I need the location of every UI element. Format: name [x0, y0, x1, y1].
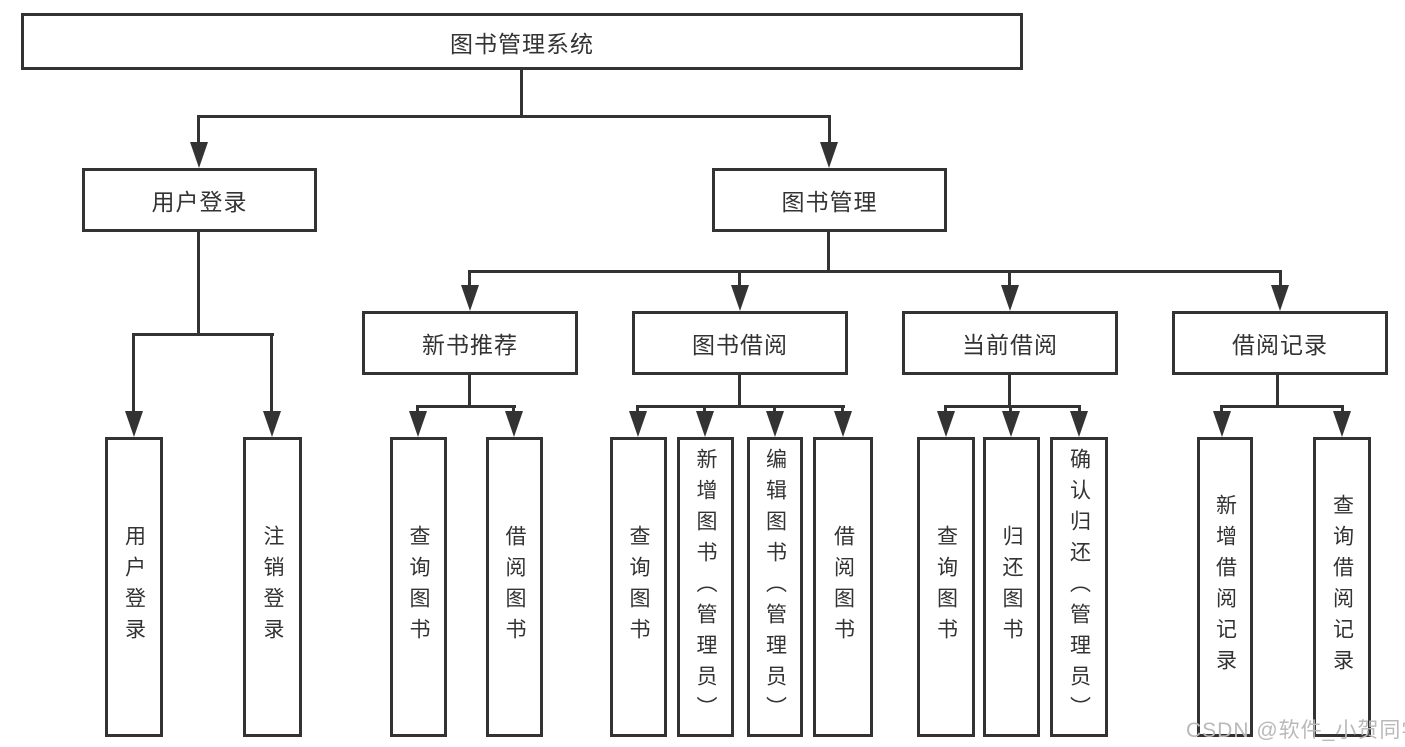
- connector-currentborrow-drop-3: [1078, 405, 1081, 415]
- arrow-down-icon: [190, 142, 208, 168]
- node-book-management-label: 图书管理: [781, 189, 878, 215]
- leaf-user-login: 用户登录: [105, 437, 163, 737]
- node-borrow-records-label: 借阅记录: [1232, 332, 1328, 358]
- leaf-current-confirm-return-admin: 确认归还（管理员）: [1050, 437, 1108, 737]
- leaf-logout-login: 注销登录: [243, 437, 302, 737]
- connector-userlogin-rail: [132, 333, 274, 336]
- leaf-borrow-add-books-admin-label: 新增图书（管理员）: [694, 447, 717, 727]
- node-borrow-records: 借阅记录: [1172, 311, 1388, 375]
- leaf-current-query-books-label: 查询图书: [934, 525, 958, 649]
- node-new-book-recommend-label: 新书推荐: [422, 332, 518, 358]
- connector-bookmgmt-rail: [468, 270, 1282, 273]
- node-root-label: 图书管理系统: [450, 30, 594, 57]
- connector-bookmgmt-drop-3: [1008, 270, 1011, 288]
- node-new-book-recommend: 新书推荐: [362, 311, 578, 375]
- leaf-current-confirm-return-admin-label: 确认归还（管理员）: [1067, 447, 1091, 727]
- leaf-records-query-record-label: 查询借阅记录: [1330, 494, 1354, 680]
- leaf-borrow-borrow-books: 借阅图书: [813, 437, 873, 737]
- connector-bookborrow-drop-4: [841, 405, 844, 415]
- connector-userlogin-drop-2: [270, 333, 273, 414]
- connector-currentborrow-rail: [944, 405, 1081, 408]
- connector-newbook-rail: [416, 405, 516, 408]
- leaf-borrow-borrow-books-label: 借阅图书: [831, 525, 855, 649]
- leaf-newbook-borrow-books-label: 借阅图书: [503, 525, 526, 649]
- arrow-down-icon: [263, 411, 281, 437]
- connector-userlogin-stem: [197, 232, 200, 335]
- leaf-newbook-borrow-books: 借阅图书: [486, 437, 543, 737]
- leaf-current-return-books-label: 归还图书: [1000, 525, 1023, 649]
- connector-newbook-drop-1: [416, 405, 419, 415]
- connector-root-rail: [197, 115, 831, 118]
- connector-currentborrow-drop-1: [944, 405, 947, 415]
- connector-newbook-stem: [468, 375, 471, 407]
- connector-bookborrow-rail: [636, 405, 845, 408]
- leaf-borrow-edit-books-admin-label: 编辑图书（管理员）: [763, 447, 787, 727]
- arrow-down-icon: [834, 411, 852, 437]
- arrow-down-icon: [1271, 285, 1289, 311]
- connector-root-drop-right: [828, 115, 831, 146]
- arrow-down-icon: [505, 411, 523, 437]
- leaf-borrow-edit-books-admin: 编辑图书（管理员）: [747, 437, 803, 737]
- arrow-down-icon: [937, 411, 955, 437]
- arrow-down-icon: [125, 411, 143, 437]
- connector-newbook-drop-2: [512, 405, 515, 415]
- arrow-down-icon: [629, 411, 647, 437]
- node-current-borrow-label: 当前借阅: [962, 332, 1058, 358]
- leaf-borrow-query-books-label: 查询图书: [627, 525, 650, 649]
- leaf-newbook-query-books: 查询图书: [390, 437, 447, 737]
- leaf-records-query-record: 查询借阅记录: [1313, 437, 1371, 737]
- node-user-login: 用户登录: [82, 168, 317, 232]
- leaf-borrow-add-books-admin: 新增图书（管理员）: [677, 437, 734, 737]
- connector-bookborrow-drop-3: [773, 405, 776, 415]
- arrow-down-icon: [731, 285, 749, 311]
- arrow-down-icon: [1333, 411, 1351, 437]
- arrow-down-icon: [461, 285, 479, 311]
- connector-bookmgmt-drop-1: [468, 270, 471, 288]
- node-book-borrow-label: 图书借阅: [692, 332, 788, 358]
- arrow-down-icon: [1001, 285, 1019, 311]
- node-user-login-label: 用户登录: [151, 189, 248, 215]
- node-book-borrow: 图书借阅: [632, 311, 848, 375]
- arrow-down-icon: [766, 411, 784, 437]
- connector-records-stem: [1276, 375, 1279, 407]
- leaf-current-return-books: 归还图书: [983, 437, 1040, 737]
- node-current-borrow: 当前借阅: [902, 311, 1118, 375]
- connector-userlogin-drop-1: [132, 333, 135, 414]
- connector-bookborrow-drop-1: [636, 405, 639, 415]
- connector-currentborrow-drop-2: [1009, 405, 1012, 415]
- connector-bookborrow-stem: [738, 375, 741, 407]
- csdn-watermark: CSDN @软件_小贺同学: [1186, 719, 1405, 742]
- connector-records-drop-1: [1220, 405, 1223, 415]
- arrow-down-icon: [1070, 411, 1088, 437]
- leaf-newbook-query-books-label: 查询图书: [407, 525, 430, 649]
- leaf-records-add-record-label: 新增借阅记录: [1213, 494, 1237, 680]
- leaf-current-query-books: 查询图书: [917, 437, 975, 737]
- connector-currentborrow-stem: [1008, 375, 1011, 407]
- arrow-down-icon: [820, 142, 838, 168]
- connector-records-drop-2: [1341, 405, 1344, 415]
- leaf-borrow-query-books: 查询图书: [610, 437, 667, 737]
- connector-root-drop-left: [197, 115, 200, 146]
- node-root: 图书管理系统: [21, 13, 1023, 70]
- arrow-down-icon: [1213, 411, 1231, 437]
- leaf-records-add-record: 新增借阅记录: [1197, 437, 1253, 737]
- connector-bookmgmt-stem: [827, 232, 830, 272]
- connector-records-rail: [1220, 405, 1344, 408]
- leaf-user-login-label: 用户登录: [122, 525, 146, 649]
- connector-root-stem: [520, 70, 523, 118]
- connector-bookborrow-drop-2: [703, 405, 706, 415]
- leaf-logout-login-label: 注销登录: [261, 525, 284, 649]
- node-book-management: 图书管理: [712, 168, 947, 232]
- arrow-down-icon: [409, 411, 427, 437]
- connector-bookmgmt-drop-4: [1279, 270, 1282, 288]
- connector-bookmgmt-drop-2: [738, 270, 741, 288]
- arrow-down-icon: [696, 411, 714, 437]
- arrow-down-icon: [1002, 411, 1020, 437]
